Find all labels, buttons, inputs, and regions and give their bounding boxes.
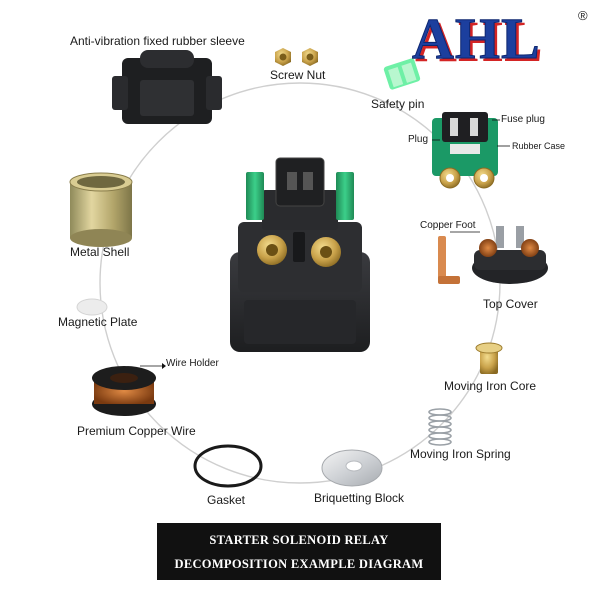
label-safety-pin: Safety pin [371,97,425,111]
banner-line-1: STARTER SOLENOID RELAY [209,532,389,547]
safety-pin-image [383,58,421,90]
moving-iron-core-image [475,342,503,374]
label-magnetic-plate: Magnetic Plate [58,315,138,329]
copper-foot-image [438,231,480,284]
briquetting-block-image [321,449,383,487]
label-plug: Plug [408,134,429,145]
magnetic-plate-image [76,298,108,316]
label-moving-iron-spring: Moving Iron Spring [410,447,511,461]
label-fuse-plug: Fuse plug [501,114,545,125]
metal-shell-image [69,172,133,247]
label-gasket: Gasket [207,493,246,507]
label-rubber-case: Rubber Case [512,141,566,151]
rubber-sleeve-image [112,50,222,124]
registered-mark: ® [578,8,588,23]
label-top-cover: Top Cover [483,297,538,311]
label-copper-wire: Premium Copper Wire [77,424,196,438]
label-metal-shell: Metal Shell [70,245,130,259]
label-moving-iron-core: Moving Iron Core [444,379,537,393]
relay-main-image [230,157,370,352]
label-briquetting-block: Briquetting Block [314,491,405,505]
label-rubber-sleeve: Anti-vibration fixed rubber sleeve [70,34,245,48]
fuse-plug-image [432,112,510,189]
banner-line-2: DECOMPOSITION EXAMPLE DIAGRAM [174,556,424,571]
brand-logo-text: AHL [412,6,541,71]
top-cover-image [472,226,548,284]
brand-logo: AHL ® [412,6,592,71]
gasket-image [193,444,263,488]
screw-nut-image [275,48,318,66]
moving-iron-spring-image [428,408,452,446]
copper-wire-image [92,363,166,416]
label-screw-nut: Screw Nut [270,68,326,82]
label-copper-foot: Copper Foot [420,220,476,231]
title-banner: STARTER SOLENOID RELAY DECOMPOSITION EXA… [157,523,441,580]
label-wire-holder: Wire Holder [166,358,219,369]
